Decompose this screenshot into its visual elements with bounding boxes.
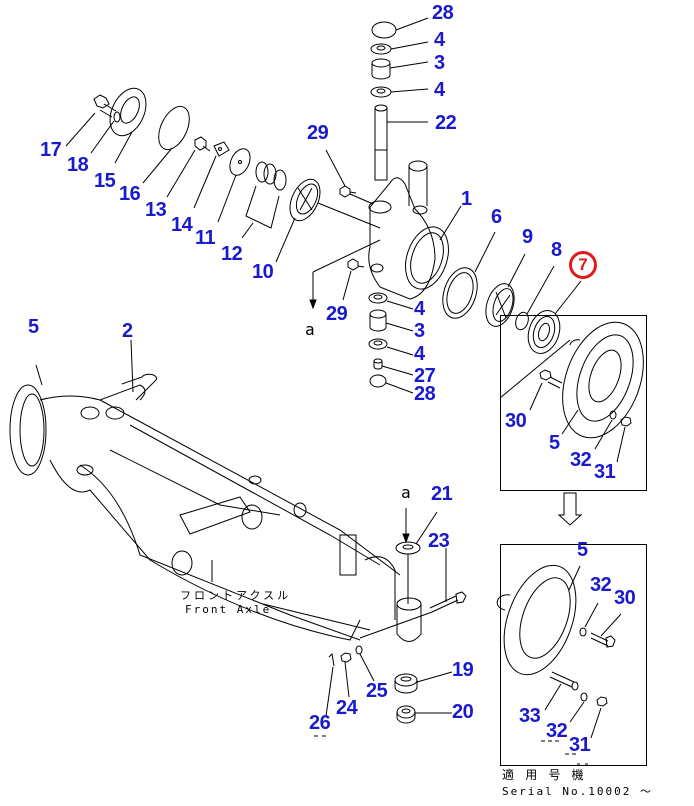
bearing-9	[485, 283, 515, 327]
gasket-16	[158, 105, 190, 151]
callout-15[interactable]: 15	[94, 170, 116, 192]
axle-housing	[9, 373, 422, 642]
callout-4-c[interactable]: 4	[414, 298, 425, 320]
callout-20[interactable]: 20	[452, 701, 474, 723]
callout-1[interactable]: 1	[461, 188, 472, 210]
callout-24[interactable]: 24	[336, 697, 358, 719]
callout-29-top[interactable]: 29	[307, 122, 329, 144]
callout-23[interactable]: 23	[428, 530, 450, 552]
callout-16[interactable]: 16	[119, 183, 141, 205]
washer-32-lower-b	[580, 692, 588, 702]
callout-6[interactable]: 6	[491, 206, 502, 228]
callout-31-upper[interactable]: 31	[594, 461, 616, 483]
cover-15	[109, 87, 147, 137]
callout-3-b[interactable]: 3	[414, 320, 425, 342]
bolt-30-upper	[539, 369, 563, 389]
callout-9[interactable]: 9	[522, 226, 533, 248]
callout-10[interactable]: 10	[252, 261, 274, 283]
callout-32-upper[interactable]: 32	[570, 449, 592, 471]
front-axle-caption-jp: フロントアクスル	[180, 589, 292, 602]
callout-11[interactable]: 11	[195, 227, 216, 249]
nut-31-upper	[620, 416, 632, 427]
plug-27	[373, 358, 383, 370]
shims-12	[245, 161, 287, 229]
kingpin-22	[374, 104, 388, 181]
callout-26[interactable]: 26	[309, 712, 331, 734]
hub-upgrade-inset-lower	[500, 544, 647, 766]
cap-28-lower	[369, 374, 387, 388]
callout-32-lower-a[interactable]: 32	[590, 574, 612, 596]
callout-4-a[interactable]: 4	[434, 29, 445, 51]
steering-knuckle-1	[368, 160, 449, 300]
plate-14	[213, 141, 230, 157]
seal-6	[442, 267, 478, 319]
bearing-10	[289, 178, 321, 222]
callout-31-lower[interactable]: 31	[569, 734, 591, 756]
callout-3-a[interactable]: 3	[434, 52, 445, 74]
callout-30-lower[interactable]: 30	[614, 587, 636, 609]
nut-24	[340, 652, 352, 663]
callout-8[interactable]: 8	[551, 239, 562, 261]
hub-upgrade-inset-upper	[500, 315, 647, 491]
callout-2[interactable]: 2	[122, 320, 133, 342]
callout-7-highlighted[interactable]: 7	[569, 251, 597, 279]
callout-29-mid[interactable]: 29	[326, 303, 348, 325]
washer-25	[355, 645, 363, 655]
callout-4-d[interactable]: 4	[414, 343, 425, 365]
reference-mark-a-lower: a	[401, 483, 411, 502]
bushing-3-top	[371, 58, 391, 80]
washer-32-upper	[609, 410, 617, 420]
bolt-23	[429, 591, 467, 613]
callout-14[interactable]: 14	[171, 214, 193, 236]
serial-label-jp: 適 用 号 機	[502, 768, 586, 782]
bushing-20	[396, 705, 416, 724]
hub-5-upper-inset	[562, 321, 644, 439]
stud-33	[549, 671, 579, 691]
callout-32-lower-b[interactable]: 32	[546, 720, 568, 742]
callout-12[interactable]: 12	[221, 243, 243, 265]
bolt-30-lower	[590, 632, 616, 648]
callout-17[interactable]: 17	[40, 139, 62, 161]
callout-21[interactable]: 21	[431, 483, 453, 505]
callout-30-upper[interactable]: 30	[505, 410, 527, 432]
bushing-3-lower	[369, 309, 387, 332]
o-ring-8	[515, 311, 529, 331]
callout-33[interactable]: 33	[519, 705, 541, 727]
washer-18	[113, 111, 121, 123]
callout-19[interactable]: 19	[452, 659, 474, 681]
front-axle-caption: Front Axle	[185, 603, 272, 616]
callout-5-upper-inset[interactable]: 5	[549, 432, 560, 454]
callout-4-b[interactable]: 4	[434, 79, 445, 101]
pin-26	[328, 652, 335, 667]
callout-27[interactable]: 27	[414, 365, 436, 387]
callout-5-lower-inset[interactable]: 5	[577, 539, 588, 561]
callout-28-mid[interactable]: 28	[414, 383, 436, 405]
serial-number: Serial No.10002 〜	[502, 785, 653, 798]
bushing-19	[394, 673, 418, 694]
seal-4-third	[368, 292, 388, 304]
callout-28-top[interactable]: 28	[432, 2, 454, 24]
callout-5-axle[interactable]: 5	[28, 316, 39, 338]
screw-13	[194, 136, 211, 152]
callout-13[interactable]: 13	[145, 199, 167, 221]
seal-4-second	[370, 86, 392, 98]
seal-7	[527, 310, 561, 354]
callout-25[interactable]: 25	[366, 680, 388, 702]
grease-fitting-29-mid	[347, 258, 365, 271]
callout-18[interactable]: 18	[67, 154, 89, 176]
retainer-11	[229, 148, 251, 176]
seal-4-top	[370, 43, 392, 55]
callout-22[interactable]: 22	[435, 112, 457, 134]
washer-32-lower-a	[579, 627, 587, 637]
nut-31-lower	[596, 696, 608, 707]
cap-28-top	[371, 21, 397, 39]
hub-5-lower-inset	[496, 564, 577, 676]
reference-mark-a-upper: a	[305, 320, 315, 339]
seal-4-fourth	[368, 338, 388, 350]
